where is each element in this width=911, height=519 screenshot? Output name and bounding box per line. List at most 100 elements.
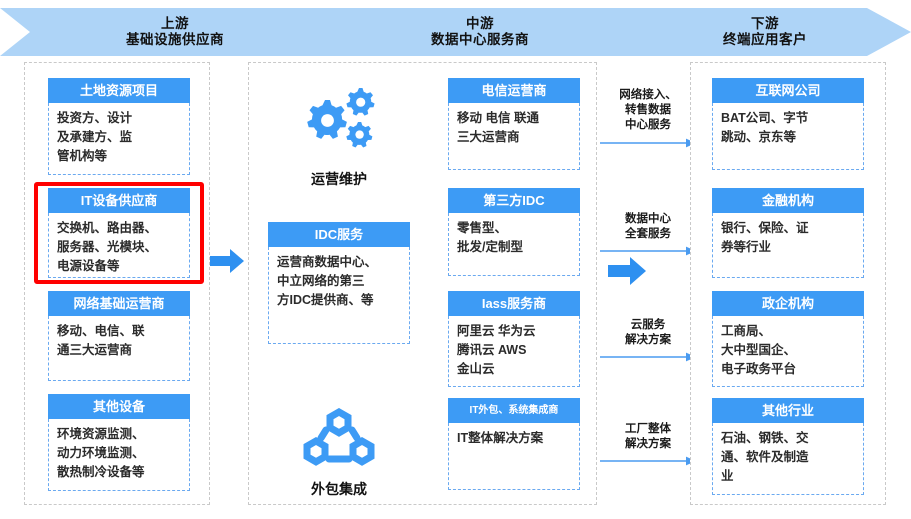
card-it-outsourcing-system-integrator: IT外包、系统集成商 IT整体解决方案: [448, 398, 580, 490]
card-line: 电源设备等: [57, 259, 120, 273]
card-government-enterprise: 政企机构 工商局、 大中型国企、 电子政务平台: [712, 291, 864, 387]
operations-maintenance-label: 运营维护: [311, 171, 367, 187]
card-body: 移动 电信 联通 三大运营商: [448, 103, 580, 170]
card-financial-institution: 金融机构 银行、保险、证 券等行业: [712, 188, 864, 278]
outsourcing-integration-label: 外包集成: [311, 481, 367, 497]
card-line: 移动 电信 联通: [457, 111, 539, 125]
card-line: IT整体解决方案: [457, 431, 544, 445]
card-title: IT设备供应商: [48, 188, 190, 213]
flow-label-line: 解决方案: [625, 438, 671, 451]
card-line: 大中型国企、: [721, 343, 797, 357]
card-idc-service: IDC服务 运营商数据中心、 中立网络的第三 方IDC提供商、等: [268, 222, 410, 344]
arrow-midstream-to-downstream: [608, 256, 646, 291]
card-line: 业: [721, 469, 734, 483]
flow-datacenter-full-service: 数据中心 全套服务: [600, 212, 696, 256]
card-title: IDC服务: [268, 222, 410, 247]
card-title: 互联网公司: [712, 78, 864, 103]
card-title: 金融机构: [712, 188, 864, 213]
value-chain-banner: 上游 基础设施供应商 中游 数据中心服务商 下游 终端应用客户: [0, 8, 911, 56]
flow-label-line: 转售数据: [625, 104, 671, 117]
card-iaas-provider: Iass服务商 阿里云 华为云 腾讯云 AWS 金山云: [448, 291, 580, 387]
card-line: 跳动、京东等: [721, 130, 797, 144]
flow-label-line: 解决方案: [625, 334, 671, 347]
card-line: 方IDC提供商、等: [277, 293, 374, 307]
card-it-equipment-supplier: IT设备供应商 交换机、路由器、 服务器、光模块、 电源设备等: [48, 188, 190, 278]
card-internet-company: 互联网公司 BAT公司、字节 跳动、京东等: [712, 78, 864, 170]
card-title: IT外包、系统集成商: [448, 398, 580, 423]
card-title: 其他行业: [712, 398, 864, 423]
card-line: 石油、钢铁、交: [721, 431, 809, 445]
card-title: 电信运营商: [448, 78, 580, 103]
banner-upstream-title: 上游: [161, 16, 189, 32]
card-line: 工商局、: [721, 324, 772, 338]
banner-upstream-subtitle: 基础设施供应商: [126, 32, 224, 47]
banner-arrow-shape: [0, 8, 911, 56]
card-body: 移动、电信、联 通三大运营商: [48, 316, 190, 381]
card-line: 券等行业: [721, 240, 772, 254]
card-line: 电子政务平台: [721, 362, 797, 376]
banner-segment-midstream: 中游 数据中心服务商: [330, 8, 630, 56]
flow-factory-solution: 工厂整体 解决方案: [600, 422, 696, 466]
arrow-upstream-to-midstream: [210, 248, 244, 279]
banner-downstream-title: 下游: [751, 16, 779, 32]
flow-arrow: [600, 243, 696, 256]
flow-arrow: [600, 453, 696, 466]
card-telecom-operator: 电信运营商 移动 电信 联通 三大运营商: [448, 78, 580, 170]
card-body: 石油、钢铁、交 通、软件及制造 业: [712, 423, 864, 495]
flow-label-line: 中心服务: [625, 119, 671, 132]
card-line: 银行、保险、证: [721, 221, 809, 235]
card-line: 零售型、: [457, 221, 508, 235]
card-title: 其他设备: [48, 394, 190, 419]
integration-nodes-icon: [301, 407, 377, 471]
card-body: 运营商数据中心、 中立网络的第三 方IDC提供商、等: [268, 247, 410, 344]
flow-label-line: 云服务: [630, 319, 666, 331]
card-line: 移动、电信、联: [57, 324, 145, 338]
flow-label-line: 网络接入、: [619, 89, 677, 101]
card-line: 三大运营商: [457, 130, 520, 144]
card-line: BAT公司、字节: [721, 111, 809, 125]
card-body: 零售型、 批发/定制型: [448, 213, 580, 276]
card-line: 服务器、光模块、: [57, 240, 158, 254]
card-title: Iass服务商: [448, 291, 580, 316]
card-line: 交换机、路由器、: [57, 221, 158, 235]
card-title: 第三方IDC: [448, 188, 580, 213]
card-body: 阿里云 华为云 腾讯云 AWS 金山云: [448, 316, 580, 387]
card-body: 工商局、 大中型国企、 电子政务平台: [712, 316, 864, 387]
flow-label-line: 数据中心: [625, 213, 671, 225]
card-title: 网络基础运营商: [48, 291, 190, 316]
banner-segment-downstream: 下游 终端应用客户: [645, 8, 885, 56]
card-body: 交换机、路由器、 服务器、光模块、 电源设备等: [48, 213, 190, 278]
card-line: 投资方、设计: [57, 111, 133, 125]
card-body: 投资方、设计 及承建方、监 管机构等: [48, 103, 190, 175]
flow-label-line: 工厂整体: [625, 423, 671, 435]
card-other-equipment: 其他设备 环境资源监测、 动力环境监测、 散热制冷设备等: [48, 394, 190, 491]
outsourcing-integration-block: 外包集成: [268, 407, 410, 499]
card-third-party-idc: 第三方IDC 零售型、 批发/定制型: [448, 188, 580, 276]
card-line: 批发/定制型: [457, 240, 523, 254]
card-line: 动力环境监测、: [57, 446, 145, 460]
flow-arrow: [600, 349, 696, 362]
banner-midstream-title: 中游: [466, 16, 494, 32]
card-body: BAT公司、字节 跳动、京东等: [712, 103, 864, 170]
operations-maintenance-block: 运营维护: [268, 84, 410, 189]
card-line: 运营商数据中心、: [277, 255, 378, 269]
gears-icon: [297, 84, 381, 161]
flow-label-line: 全套服务: [625, 228, 671, 241]
card-title: 政企机构: [712, 291, 864, 316]
flow-arrow: [600, 135, 696, 147]
card-line: 中立网络的第三: [277, 274, 365, 288]
card-body: 环境资源监测、 动力环境监测、 散热制冷设备等: [48, 419, 190, 491]
banner-segment-upstream: 上游 基础设施供应商: [30, 8, 320, 56]
flow-cloud-solution: 云服务 解决方案: [600, 318, 696, 362]
card-network-infrastructure-operator: 网络基础运营商 移动、电信、联 通三大运营商: [48, 291, 190, 381]
card-line: 环境资源监测、: [57, 427, 145, 441]
card-line: 腾讯云 AWS: [457, 343, 527, 357]
card-title: 土地资源项目: [48, 78, 190, 103]
banner-midstream-subtitle: 数据中心服务商: [431, 32, 529, 47]
card-land-resource-project: 土地资源项目 投资方、设计 及承建方、监 管机构等: [48, 78, 190, 175]
card-line: 阿里云 华为云: [457, 324, 536, 338]
flow-network-access: 网络接入、 转售数据 中心服务: [600, 88, 696, 147]
card-line: 管机构等: [57, 149, 108, 163]
card-other-industry: 其他行业 石油、钢铁、交 通、软件及制造 业: [712, 398, 864, 495]
